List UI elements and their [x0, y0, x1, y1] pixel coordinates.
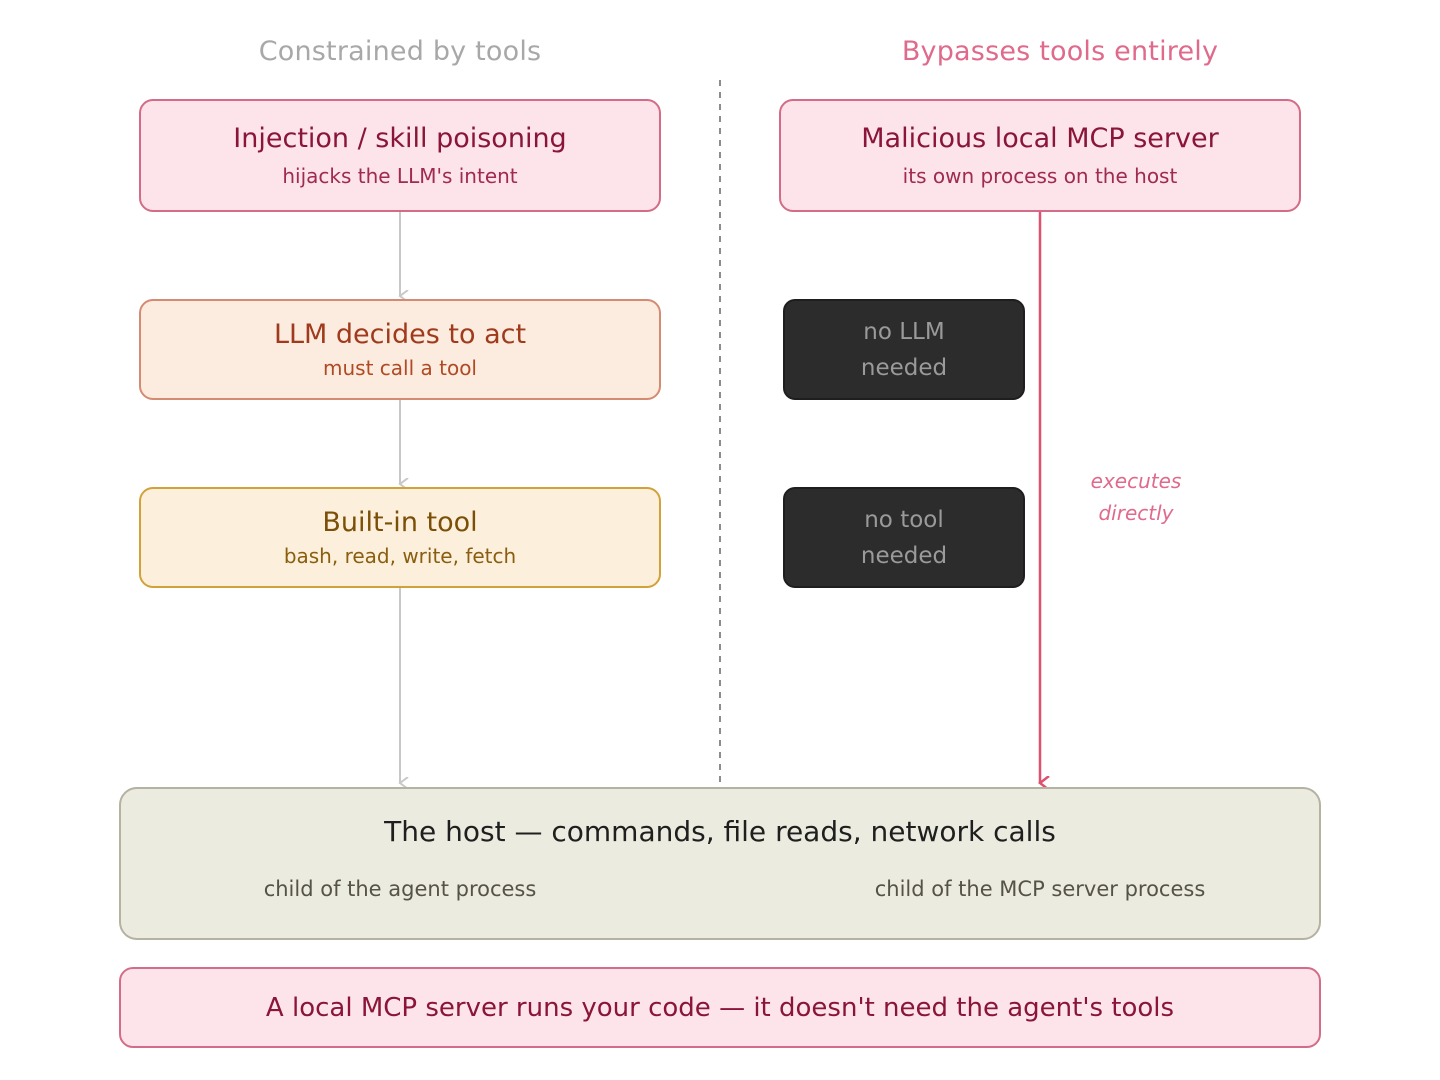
- annotation-line2: directly: [1098, 501, 1174, 525]
- injection-box: Injection / skill poisoning hijacks the …: [139, 99, 661, 212]
- mcp-server-title: Malicious local MCP server: [861, 122, 1219, 154]
- no-llm-box: no LLM needed: [783, 299, 1025, 400]
- no-tool-box: no tool needed: [783, 487, 1025, 588]
- no-tool-line1: no tool: [864, 506, 944, 533]
- executes-directly-annotation: executes directly: [1066, 465, 1206, 529]
- no-llm-line1: no LLM: [863, 318, 945, 345]
- summary-banner-text: A local MCP server runs your code — it d…: [265, 992, 1175, 1023]
- no-tool-line2: needed: [860, 542, 948, 569]
- right-column-title: Bypasses tools entirely: [901, 36, 1219, 67]
- llm-decides-box: LLM decides to act must call a tool: [139, 299, 661, 400]
- host-title: The host — commands, file reads, network…: [384, 815, 1056, 848]
- host-box: [119, 787, 1321, 940]
- builtin-tool-box: Built-in tool bash, read, write, fetch: [139, 487, 661, 588]
- annotation-line1: executes: [1090, 469, 1182, 493]
- mcp-server-box: Malicious local MCP server its own proce…: [779, 99, 1301, 212]
- host-right-subtitle: child of the MCP server process: [874, 877, 1206, 901]
- builtin-tool-subtitle: bash, read, write, fetch: [283, 543, 517, 568]
- host-left-subtitle: child of the agent process: [263, 877, 537, 901]
- summary-banner: A local MCP server runs your code — it d…: [119, 967, 1321, 1048]
- injection-subtitle: hijacks the LLM's intent: [282, 163, 518, 188]
- mcp-server-subtitle: its own process on the host: [902, 163, 1178, 188]
- injection-title: Injection / skill poisoning: [233, 122, 567, 154]
- llm-decides-subtitle: must call a tool: [323, 355, 477, 380]
- left-column-title: Constrained by tools: [258, 36, 542, 67]
- llm-decides-title: LLM decides to act: [273, 318, 527, 350]
- builtin-tool-title: Built-in tool: [322, 506, 478, 538]
- no-llm-line2: needed: [860, 354, 948, 381]
